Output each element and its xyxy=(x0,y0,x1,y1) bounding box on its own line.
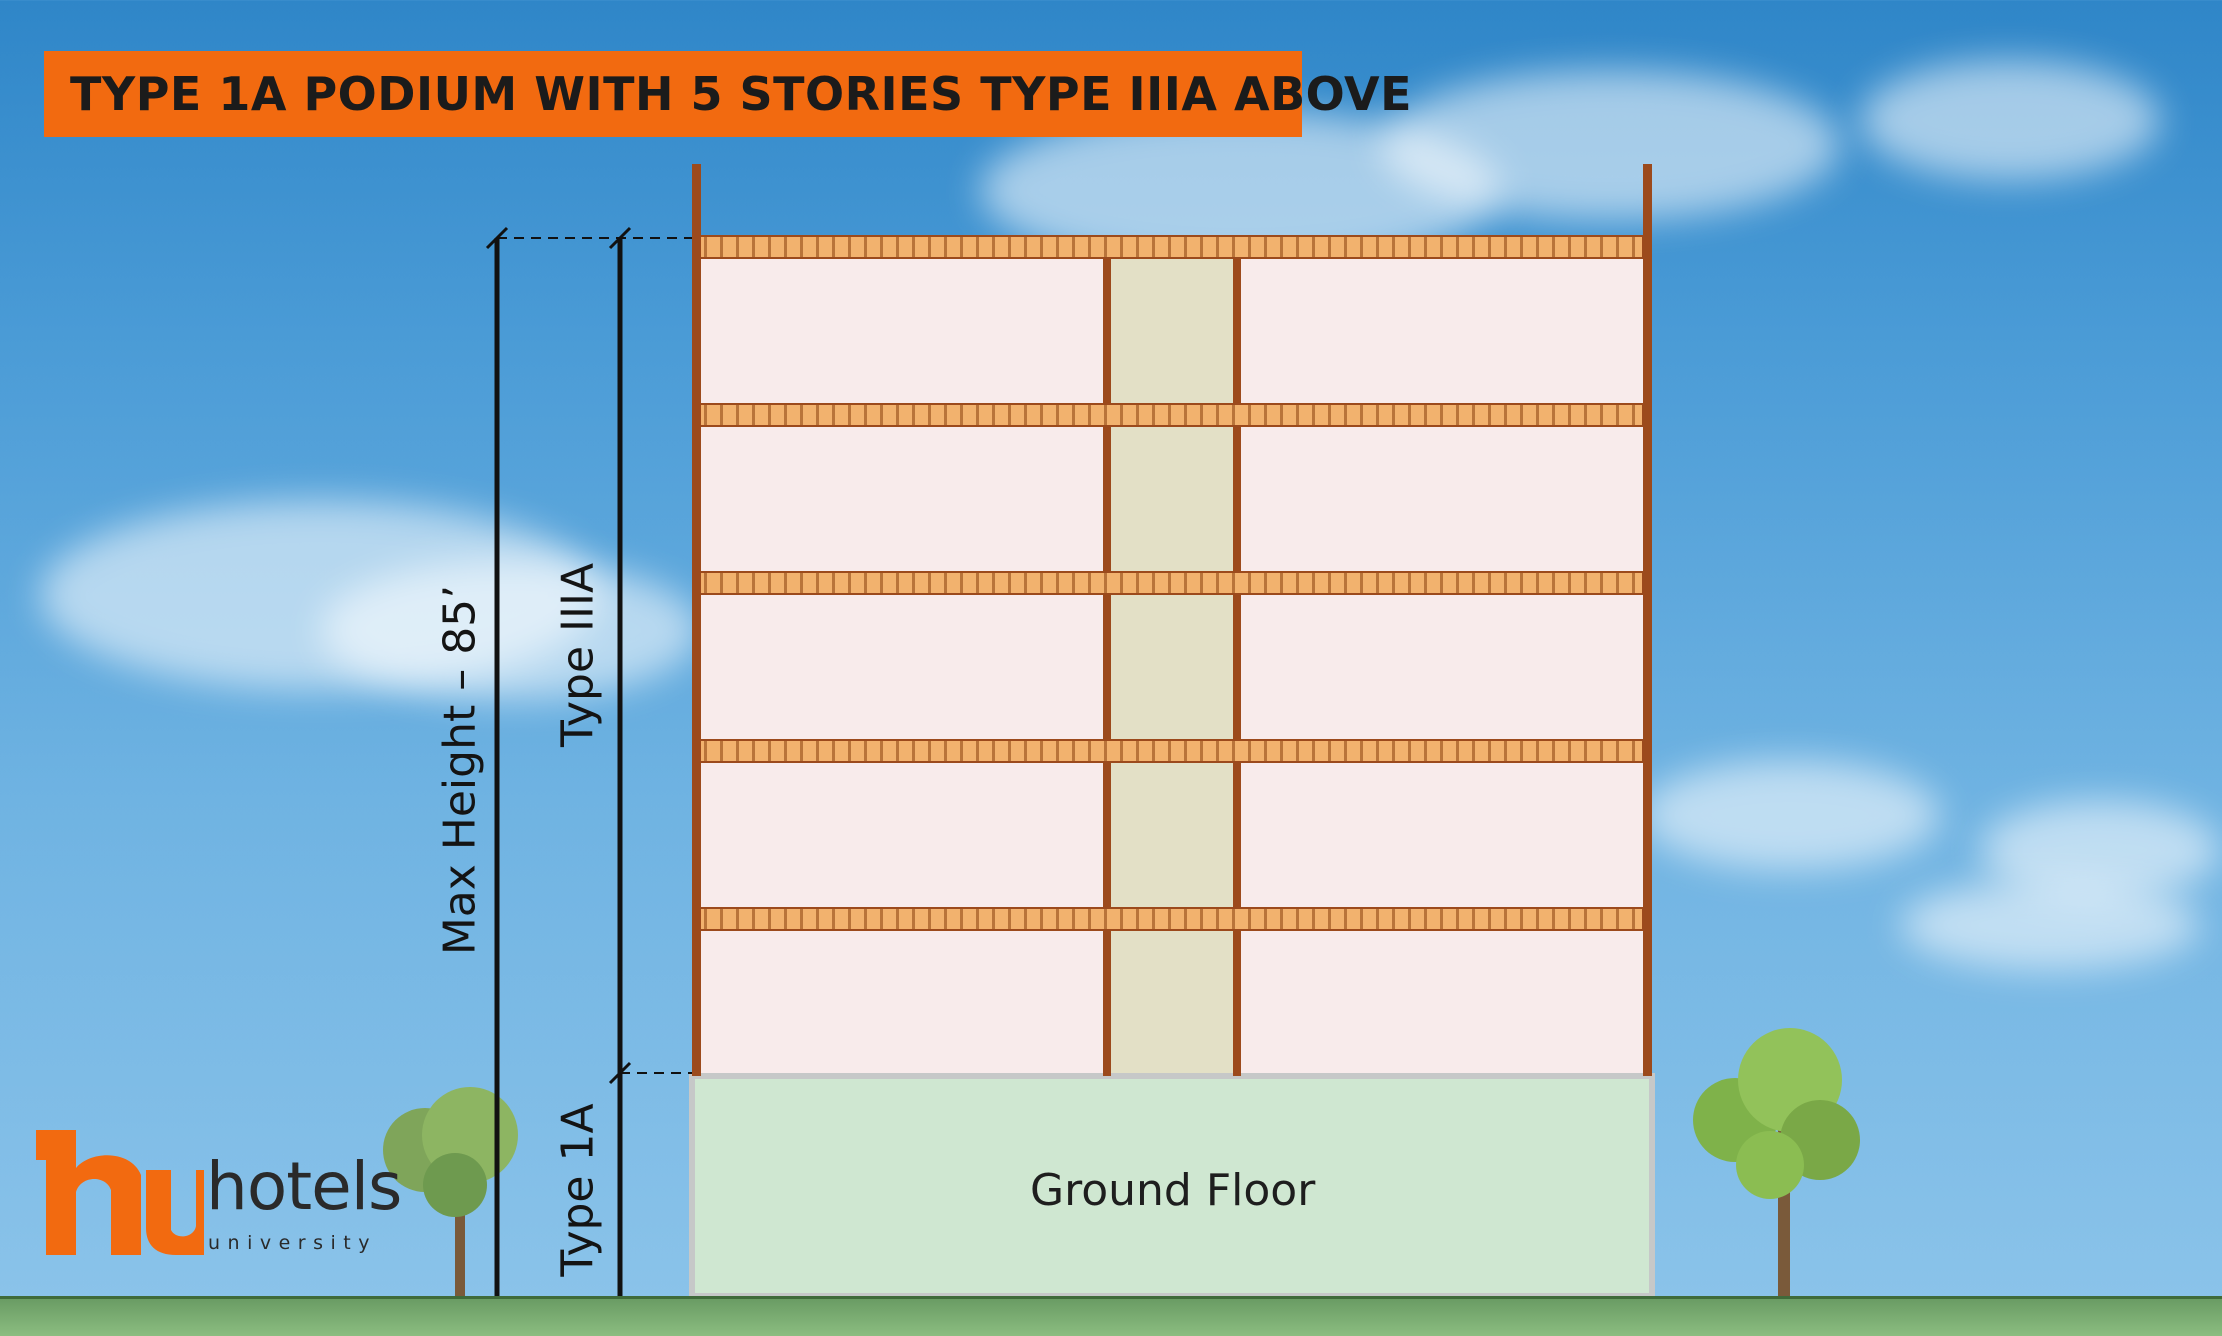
logo-wordmark: hotels xyxy=(206,1148,402,1225)
tree-left xyxy=(383,1087,518,1298)
floor-joists xyxy=(699,235,1644,931)
dimension-lines xyxy=(485,226,692,1298)
wood-posts xyxy=(692,164,1652,1076)
ground xyxy=(0,1296,2222,1336)
upper-stories xyxy=(692,236,1652,1076)
logo-subword: university xyxy=(208,1232,377,1254)
podium xyxy=(689,1073,1655,1299)
ground-floor-label: Ground Floor xyxy=(1030,1165,1316,1216)
type-iiia-label: Type IIIA xyxy=(552,562,604,748)
diagram-title: TYPE 1A PODIUM WITH 5 STORIES TYPE IIIA … xyxy=(70,67,1413,121)
max-height-label: Max Height – 85’ xyxy=(434,584,486,956)
hu-mark-icon xyxy=(36,1130,204,1255)
type-1a-label: Type 1A xyxy=(552,1103,604,1277)
hotels-university-logo: hotels university xyxy=(36,1130,426,1270)
title-banner: TYPE 1A PODIUM WITH 5 STORIES TYPE IIIA … xyxy=(44,51,1412,137)
tree-right xyxy=(1693,1028,1860,1298)
